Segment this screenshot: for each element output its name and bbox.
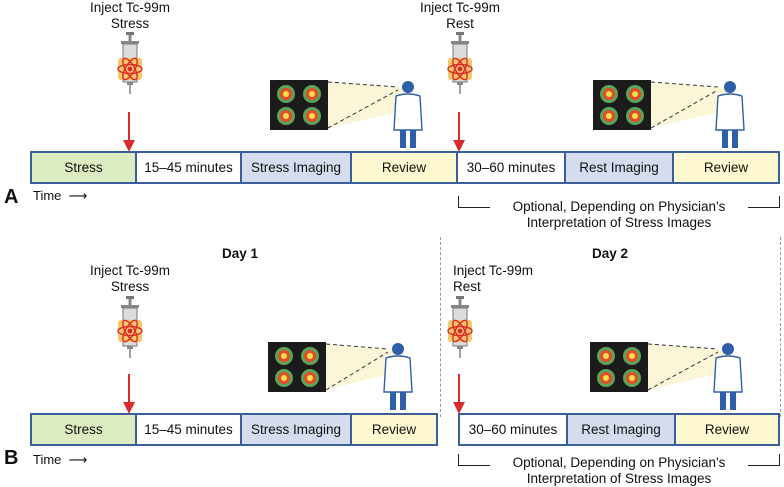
time-axis-b: Time ⟶ — [33, 452, 87, 468]
atom-icon — [117, 319, 143, 343]
inject-stress-line1: Inject Tc-99m — [89, 263, 171, 278]
segment-review: Review — [352, 415, 436, 444]
inject-rest-line1: Inject Tc-99m — [453, 263, 534, 278]
panel-letter-a: A — [4, 186, 19, 208]
segment-stress: Stress — [32, 415, 137, 444]
time-label: Time — [33, 188, 62, 203]
physician-icon — [393, 81, 423, 148]
arrow-right-icon: ⟶ — [65, 452, 88, 467]
segment-wait: 15–45 minutes — [137, 415, 242, 444]
optional-line1: Optional, Depending on Physician's — [512, 455, 726, 470]
segment-rest-imaging: Rest Imaging — [568, 415, 676, 444]
panel-letter-b: B — [4, 447, 19, 469]
inject-rest-label-b: Inject Tc-99m Rest — [453, 263, 563, 295]
segment-stress: Stress — [32, 153, 137, 182]
optional-line2: Interpretation of Stress Images — [526, 471, 712, 486]
timeline-a: Stress 15–45 minutes Stress Imaging Revi… — [30, 151, 780, 184]
optional-note-b: Optional, Depending on Physician's Inter… — [490, 455, 748, 487]
inject-rest-line2: Rest — [453, 279, 481, 294]
day-divider — [780, 237, 781, 417]
optional-line2: Interpretation of Stress Images — [526, 215, 712, 230]
arrow-down-icon — [123, 112, 135, 152]
segment-rest-imaging: Rest Imaging — [566, 153, 674, 182]
atom-icon — [447, 319, 473, 343]
scan-monitor-icon — [593, 80, 728, 130]
arrow-right-icon: ⟶ — [65, 188, 88, 203]
timeline-b-day1: Stress 15–45 minutes Stress Imaging Revi… — [30, 413, 438, 446]
inject-rest-label-a: Inject Tc-99m Rest — [410, 0, 510, 32]
arrow-down-icon — [453, 112, 465, 152]
inject-stress-label-a: Inject Tc-99m Stress — [80, 0, 180, 32]
arrow-down-icon — [123, 374, 135, 414]
day-divider — [440, 237, 441, 417]
time-label: Time — [33, 452, 62, 467]
scan-monitor-icon — [590, 342, 725, 392]
inject-stress-line2: Stress — [110, 16, 150, 31]
segment-review: Review — [676, 415, 778, 444]
inject-rest-line2: Rest — [446, 16, 474, 31]
inject-stress-line1: Inject Tc-99m — [89, 0, 171, 15]
inject-rest-line1: Inject Tc-99m — [419, 0, 501, 15]
inject-stress-line2: Stress — [110, 279, 150, 294]
segment-stress-imaging: Stress Imaging — [242, 153, 352, 182]
scan-monitor-icon — [270, 80, 408, 130]
physician-icon — [715, 81, 745, 148]
segment-wait: 30–60 minutes — [460, 415, 568, 444]
time-axis-a: Time ⟶ — [33, 188, 87, 204]
scan-monitor-icon — [268, 342, 398, 392]
segment-wait: 30–60 minutes — [458, 153, 566, 182]
segment-review: Review — [674, 153, 778, 182]
day1-heading: Day 1 — [221, 246, 259, 261]
atom-icon — [117, 57, 143, 81]
physician-icon — [383, 343, 413, 410]
timeline-b-day2: 30–60 minutes Rest Imaging Review — [458, 413, 780, 446]
inject-stress-label-b: Inject Tc-99m Stress — [80, 263, 180, 295]
day2-heading: Day 2 — [591, 246, 629, 261]
segment-stress-imaging: Stress Imaging — [242, 415, 352, 444]
optional-note-a: Optional, Depending on Physician's Inter… — [490, 199, 748, 231]
optional-line1: Optional, Depending on Physician's — [512, 199, 726, 214]
atom-icon — [447, 57, 473, 81]
segment-review: Review — [352, 153, 458, 182]
physician-icon — [713, 343, 743, 410]
arrow-down-icon — [453, 374, 465, 414]
segment-wait: 15–45 minutes — [137, 153, 242, 182]
